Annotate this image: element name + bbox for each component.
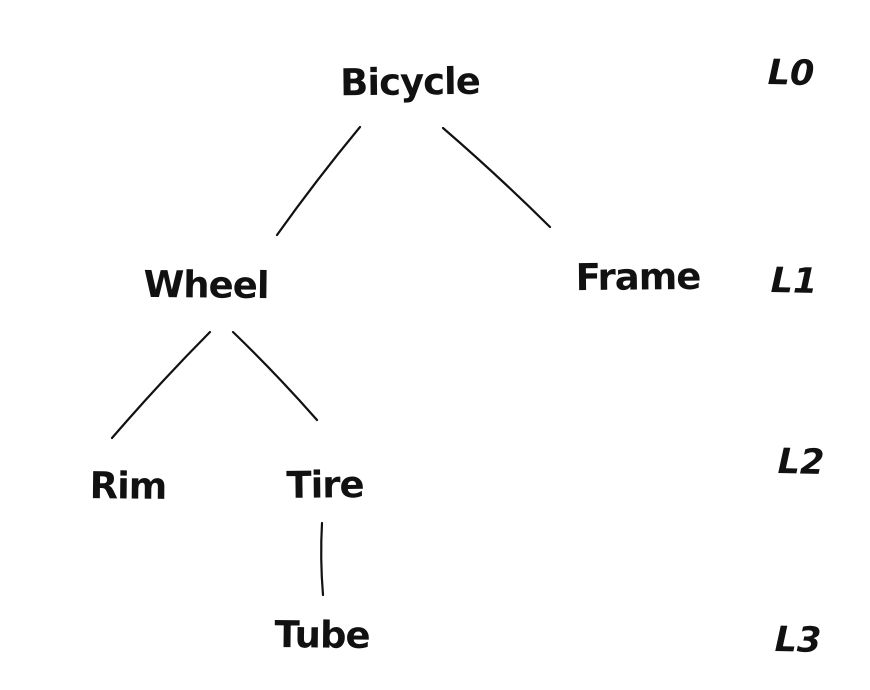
node-label-rim: Rim bbox=[89, 464, 167, 508]
node-label-tire: Tire bbox=[286, 463, 364, 507]
edge-tire-tube bbox=[320, 521, 325, 597]
node-label-frame: Frame bbox=[575, 254, 701, 300]
edge-bicycle-wheel bbox=[275, 125, 362, 237]
edge-wheel-rim bbox=[110, 330, 212, 440]
level-label-l3: L3 bbox=[774, 620, 822, 661]
node-label-bicycle: Bicycle bbox=[339, 59, 481, 105]
node-label-wheel: Wheel bbox=[143, 262, 269, 308]
node-label-tube: Tube bbox=[274, 613, 370, 657]
edge-wheel-tire bbox=[231, 330, 319, 422]
level-label-l0: L0 bbox=[767, 53, 815, 94]
level-label-l2: L2 bbox=[777, 442, 825, 483]
edge-bicycle-frame bbox=[441, 126, 552, 229]
level-label-l1: L1 bbox=[770, 261, 818, 302]
